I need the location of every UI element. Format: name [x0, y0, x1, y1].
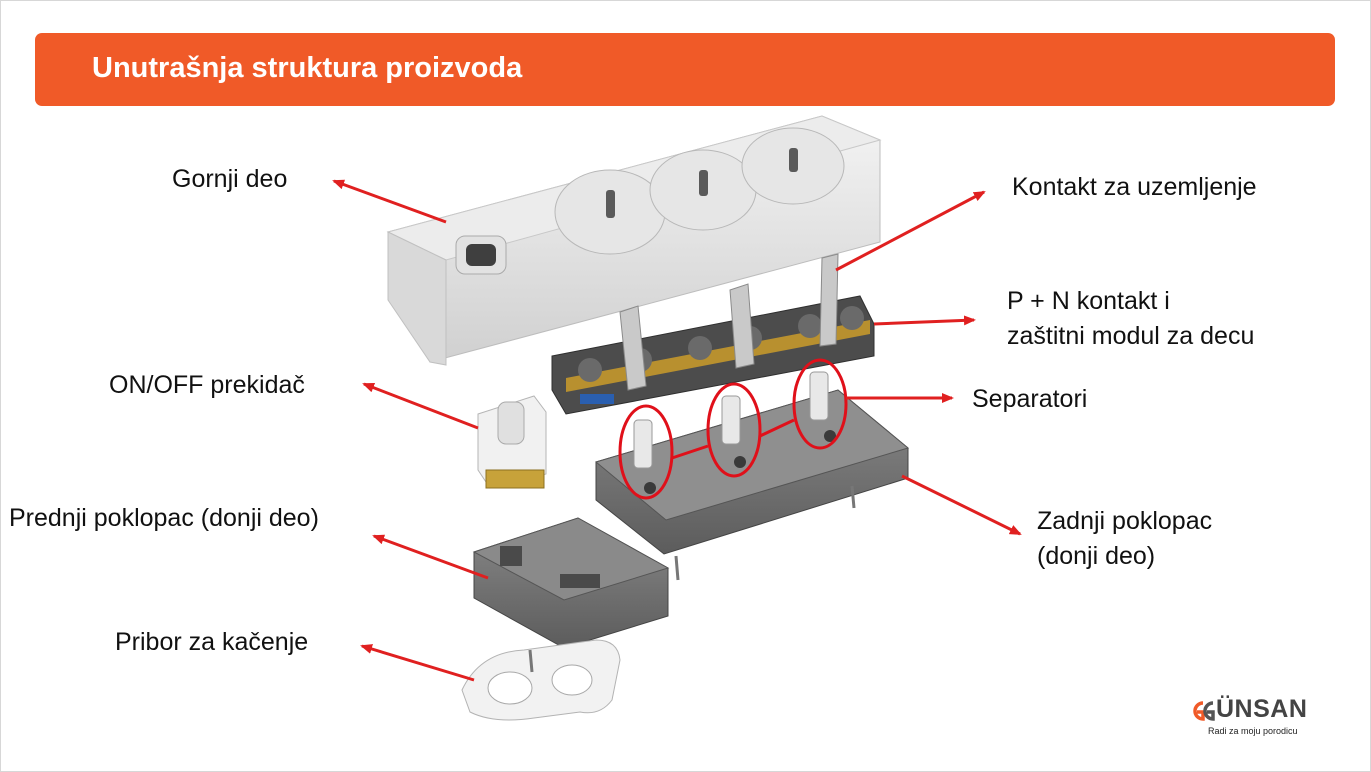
label-ground-contact: Kontakt za uzemljenje	[1012, 173, 1257, 201]
arrow-ground-contact	[835, 190, 986, 272]
separator-highlight	[618, 404, 674, 500]
arrow-hanging	[360, 644, 475, 682]
arrow-switch	[362, 382, 479, 430]
arrow-front-cover	[372, 534, 489, 580]
socket-outlet	[649, 149, 757, 231]
socket-outlet	[741, 127, 845, 205]
separator-post	[633, 419, 653, 469]
title-bar: Unutrašnja struktura proizvoda	[35, 33, 1335, 106]
label-rear-cover: Zadnji poklopac (donji deo)	[1037, 507, 1213, 570]
page-title: Unutrašnja struktura proizvoda	[92, 52, 523, 84]
switch-component	[477, 395, 547, 489]
logo-g-icon	[1193, 701, 1215, 721]
separator-post	[721, 395, 741, 445]
label-separators: Separatori	[972, 385, 1088, 413]
separator-post	[809, 371, 829, 421]
separator-connector	[759, 418, 795, 438]
brand-logo: ÜNSAN Radi za moju porodicu	[1186, 695, 1336, 745]
label-top-part: Gornji deo	[172, 165, 288, 193]
top-housing	[386, 115, 882, 366]
hanging-bracket	[461, 639, 621, 721]
label-switch: ON/OFF prekidač	[109, 371, 305, 399]
label-front-cover: Prednji poklopac (donji deo)	[9, 504, 319, 532]
socket-outlet	[554, 169, 666, 255]
label-hanging: Pribor za kačenje	[115, 628, 309, 656]
arrow-pn-contact	[873, 315, 976, 326]
logo-tagline: Radi za moju porodicu	[1208, 726, 1298, 736]
separator-connector	[671, 444, 709, 460]
contact-module	[551, 253, 875, 415]
rear-cover	[594, 371, 910, 581]
arrow-rear-cover	[901, 474, 1022, 536]
switch-opening	[455, 235, 507, 275]
label-pn-contact: P + N kontakt i zaštitni modul za decu	[1007, 287, 1255, 350]
separator-highlight	[792, 358, 848, 450]
separator-highlight	[706, 382, 762, 478]
logo-wordmark: ÜNSAN	[1216, 695, 1308, 723]
arrow-top-part	[332, 179, 447, 224]
front-cover	[472, 517, 670, 649]
